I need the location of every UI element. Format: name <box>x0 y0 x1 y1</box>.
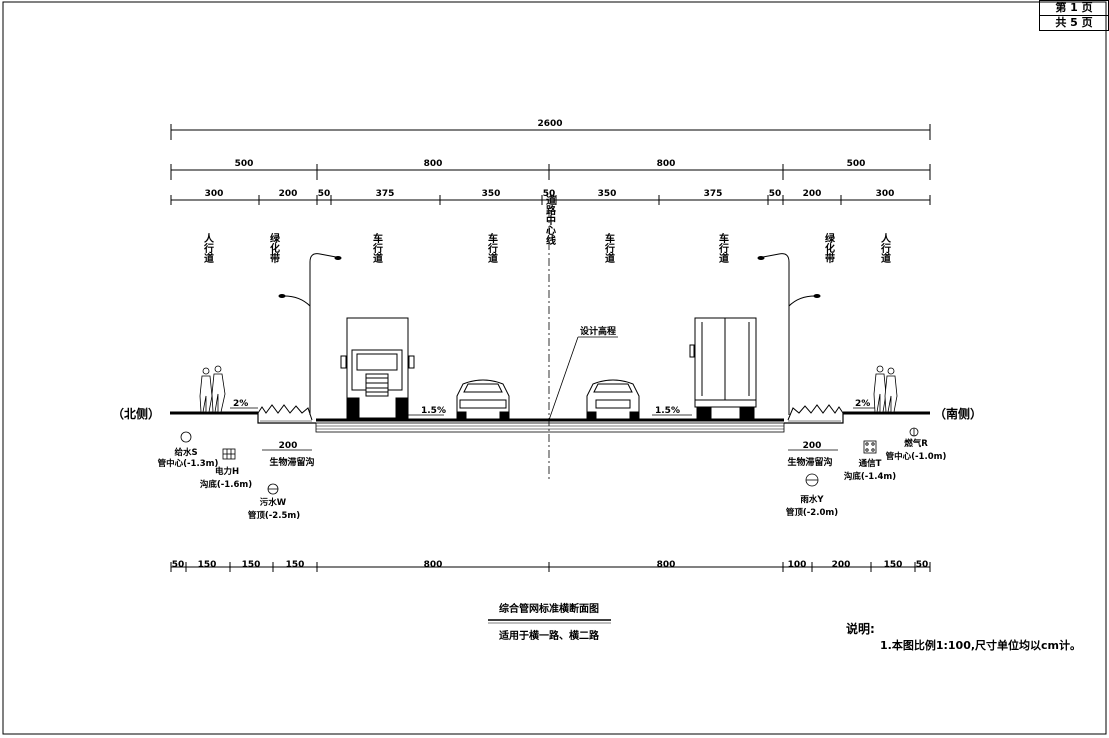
water-pipe-name: 给水S <box>174 447 197 458</box>
bio-ditch-north: 生物滞留沟 <box>269 456 314 468</box>
dim-b-9: 50 <box>916 560 929 570</box>
sewage-pipe-depth: 管顶(-2.5m) <box>248 510 300 521</box>
page-number-box: 第 1 页 共 5 页 <box>1039 0 1109 31</box>
north-side-label: （北侧） <box>112 406 160 421</box>
gas-pipe-depth: 管中心(-1.0m) <box>886 451 947 462</box>
zone-green-north: 绿化带 <box>268 232 280 264</box>
water-pipe-icon <box>180 431 192 443</box>
street-lamp-north <box>278 253 342 415</box>
zone-sidewalk-north: 人行道 <box>202 232 215 264</box>
dim-l3-9: 200 <box>803 189 822 199</box>
zone-lane-1: 车行道 <box>371 232 384 264</box>
dim-l3-2: 50 <box>318 189 331 199</box>
zone-lane-4: 车行道 <box>717 232 730 264</box>
rain-pipe-name: 雨水Y <box>800 494 824 505</box>
dim-l2-0: 500 <box>235 159 254 169</box>
dim-b-4: 800 <box>424 560 443 570</box>
zone-green-south: 绿化带 <box>823 232 835 264</box>
dim-l3-7: 375 <box>704 189 723 199</box>
slope-side-north: 2% <box>233 399 248 409</box>
page-current: 第 1 页 <box>1040 1 1108 16</box>
road-section <box>170 404 930 433</box>
dim-l3-6: 350 <box>598 189 617 199</box>
notes-heading: 说明: <box>846 621 875 636</box>
dim-l2-2: 800 <box>657 159 676 169</box>
dim-l3-8: 50 <box>769 189 782 199</box>
gas-pipe-name: 燃气R <box>904 438 928 449</box>
page-total: 共 5 页 <box>1055 16 1093 29</box>
dim-b-2: 150 <box>242 560 261 570</box>
dimension-lines <box>170 124 931 572</box>
zone-lane-2: 车行道 <box>486 232 499 264</box>
dim-b-3: 150 <box>286 560 305 570</box>
dim-b-1: 150 <box>198 560 217 570</box>
power-duct-name: 电力H <box>215 466 239 477</box>
dim-l3-4: 350 <box>482 189 501 199</box>
slope-side-south: 2% <box>855 399 870 409</box>
title-main: 综合管网标准横断面图 <box>499 602 599 615</box>
dim-b-0: 50 <box>172 560 185 570</box>
car-rear-icon <box>456 379 510 421</box>
telecom-duct-icon <box>863 440 877 454</box>
dim-l3-3: 375 <box>376 189 395 199</box>
dim-l3-5: 50 <box>543 189 556 199</box>
water-pipe-depth: 管中心(-1.3m) <box>158 458 219 469</box>
notes-item-1: 1.本图比例1:100,尺寸单位均以cm计。 <box>880 638 1081 652</box>
gas-pipe-icon <box>909 427 919 437</box>
dim-l3-10: 300 <box>876 189 895 199</box>
drawing-title: 综合管网标准横断面图 适用于横一路、横二路 <box>488 602 611 642</box>
title-sub: 适用于横一路、横二路 <box>499 629 600 642</box>
slope-road-right: 1.5% <box>655 406 680 416</box>
pedestrians-south-icon <box>873 365 898 413</box>
dim-l3-1: 200 <box>279 189 298 199</box>
design-elevation-label: 设计高程 <box>580 325 616 337</box>
rain-pipe-depth: 管顶(-2.0m) <box>786 507 838 518</box>
power-duct-depth: 沟底(-1.6m) <box>200 479 252 490</box>
dim-b-7: 200 <box>832 560 851 570</box>
street-lamp-south <box>757 253 821 415</box>
pedestrians-north-icon <box>199 365 226 413</box>
sewage-pipe-name: 污水W <box>260 497 287 508</box>
bio-width-north: 200 <box>279 441 298 451</box>
power-duct-icon <box>222 448 236 460</box>
dim-b-5: 800 <box>657 560 676 570</box>
dim-l3-0: 300 <box>205 189 224 199</box>
dim-l2-1: 800 <box>424 159 443 169</box>
sewage-pipe-icon <box>267 483 279 495</box>
telecom-duct-name: 通信T <box>859 458 882 469</box>
zone-sidewalk-south: 人行道 <box>879 232 892 264</box>
rain-pipe-icon <box>805 473 819 487</box>
truck-rear-icon <box>689 317 757 420</box>
car-front-icon <box>586 379 640 421</box>
dim-b-6: 100 <box>788 560 807 570</box>
bio-ditch-south: 生物滞留沟 <box>787 456 832 468</box>
zone-centerline: 道路中心线 <box>544 194 556 246</box>
dim-l2-3: 500 <box>847 159 866 169</box>
dim-overall: 2600 <box>537 119 562 129</box>
bio-width-south: 200 <box>803 441 822 451</box>
south-side-label: （南侧） <box>934 406 982 421</box>
truck-front-icon <box>340 317 415 419</box>
dim-b-8: 150 <box>884 560 903 570</box>
telecom-duct-depth: 沟底(-1.4m) <box>844 471 896 482</box>
slope-road-left: 1.5% <box>421 406 446 416</box>
design-elevation-marker: 设计高程 <box>548 325 618 421</box>
zone-lane-3: 车行道 <box>603 232 616 264</box>
